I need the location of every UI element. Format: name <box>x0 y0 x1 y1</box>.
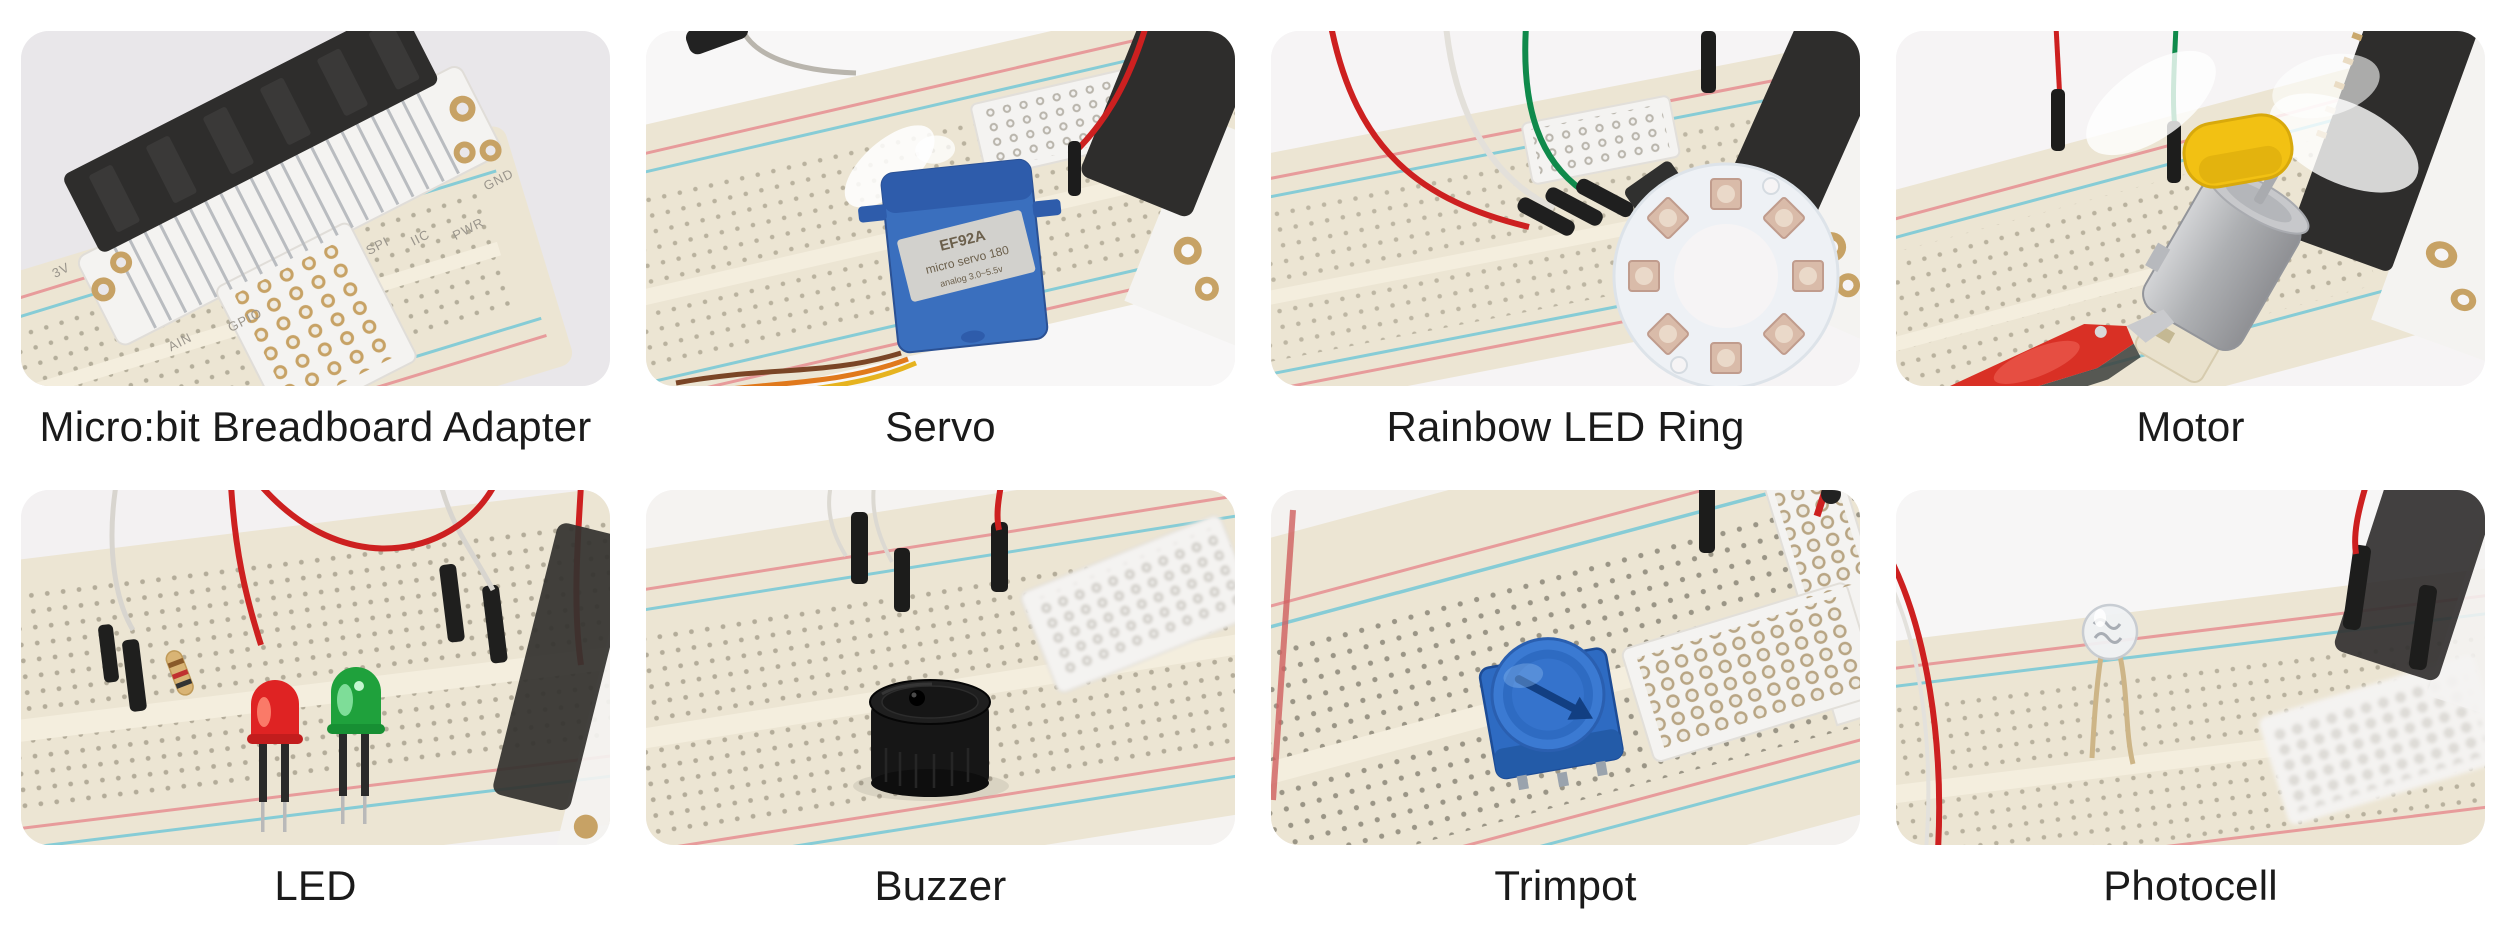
product-card: EF92A micro servo 180 analog 3.0~5.5v Se… <box>646 31 1235 490</box>
header-pin <box>2167 121 2181 183</box>
wire-ferrule <box>685 31 749 55</box>
trimpot <box>1478 637 1624 791</box>
edge-connector <box>2334 490 2485 719</box>
header-pin <box>2408 584 2437 671</box>
trimpot-arrow-slot <box>1514 675 1593 720</box>
red-led <box>247 680 303 832</box>
header-pin <box>851 512 868 584</box>
product-card: LED <box>21 490 610 949</box>
product-photo <box>1896 31 2485 386</box>
pcb-label-3v: 3V <box>50 259 73 280</box>
buzzer-photo <box>646 490 1235 845</box>
product-caption: Rainbow LED Ring <box>1386 403 1745 450</box>
header-pin <box>482 584 508 664</box>
trimpot-photo <box>1271 490 1860 845</box>
product-caption: Servo <box>885 403 996 450</box>
header-pin <box>122 639 147 712</box>
product-caption: Motor <box>2136 403 2245 450</box>
mounting-holes <box>91 95 502 302</box>
adapter-pcb: 3V AIN GPIO SPI IIC PWR GND <box>50 31 516 386</box>
alligator-clip <box>1938 309 2175 386</box>
left-rail-line <box>1271 509 1296 801</box>
microbit-adapter-photo: 3V AIN GPIO SPI IIC PWR GND <box>21 31 610 386</box>
edge-connector <box>493 523 610 845</box>
product-caption: Photocell <box>2103 862 2278 909</box>
red-jumper-wire <box>2053 31 2063 102</box>
led-ring <box>1612 162 1840 386</box>
edge-connector <box>64 31 438 252</box>
product-card: Photocell <box>1896 490 2485 949</box>
header-pin <box>98 624 119 683</box>
green-led <box>327 667 385 824</box>
product-caption: Micro:bit Breadboard Adapter <box>39 403 592 450</box>
ring-leds <box>1628 178 1824 374</box>
product-card: 3V AIN GPIO SPI IIC PWR GND Micro:bit Br… <box>21 31 610 490</box>
header-pin <box>1068 141 1081 196</box>
servo-photo: EF92A micro servo 180 analog 3.0~5.5v <box>646 31 1235 386</box>
product-caption: LED <box>274 862 357 909</box>
header-pin <box>1699 490 1715 553</box>
adapter-pcb <box>1020 515 1235 693</box>
servo-sticker: EF92A micro servo 180 analog 3.0~5.5v <box>897 210 1036 302</box>
product-card: Buzzer <box>646 490 1235 949</box>
product-photo <box>1271 490 1860 845</box>
jumper-wires <box>1329 31 1585 230</box>
led-ring-photo <box>1271 31 1860 386</box>
product-caption: Trimpot <box>1494 862 1637 909</box>
header-pin <box>894 548 910 612</box>
header-pin <box>2342 544 2371 631</box>
led-photo <box>21 490 610 845</box>
adapter-pcb <box>1621 490 1860 763</box>
header-pin <box>2051 89 2065 151</box>
servo-wires <box>675 350 917 386</box>
photocell <box>2081 603 2139 765</box>
red-jumper-wire <box>1073 31 1148 154</box>
mini-pcb <box>1521 95 1681 185</box>
motor <box>2134 158 2310 383</box>
product-photo: 3V AIN GPIO SPI IIC PWR GND <box>21 31 610 386</box>
product-card: Motor <box>1896 31 2485 490</box>
product-photo <box>646 490 1235 845</box>
servo-horn <box>844 125 935 208</box>
product-photo <box>1271 31 1860 386</box>
servo: EF92A micro servo 180 analog 3.0~5.5v <box>844 125 1062 354</box>
resistor <box>165 650 194 696</box>
product-photo <box>1896 490 2485 845</box>
header-pin <box>991 522 1008 592</box>
product-photo <box>21 490 610 845</box>
header-pin <box>1701 31 1716 93</box>
product-card: Rainbow LED Ring <box>1271 31 1860 490</box>
jumper-wires <box>1896 490 2368 845</box>
jumper-wires <box>827 490 1004 563</box>
header-pin <box>439 563 465 643</box>
product-caption: Buzzer <box>874 862 1007 909</box>
photocell-photo <box>1896 490 2485 845</box>
propeller <box>2086 50 2419 193</box>
motor-photo <box>1896 31 2485 386</box>
buzzer <box>853 679 1009 801</box>
wire-ferrule <box>1821 490 1841 504</box>
edge-connector <box>1081 31 1235 346</box>
product-card: Trimpot <box>1271 490 1860 949</box>
page: { "page": { "background": "#ffffff", "ca… <box>21 31 2485 908</box>
connector-pins <box>110 87 460 329</box>
product-photo: EF92A micro servo 180 analog 3.0~5.5v <box>646 31 1235 386</box>
wire-ferrules <box>1517 178 1634 236</box>
